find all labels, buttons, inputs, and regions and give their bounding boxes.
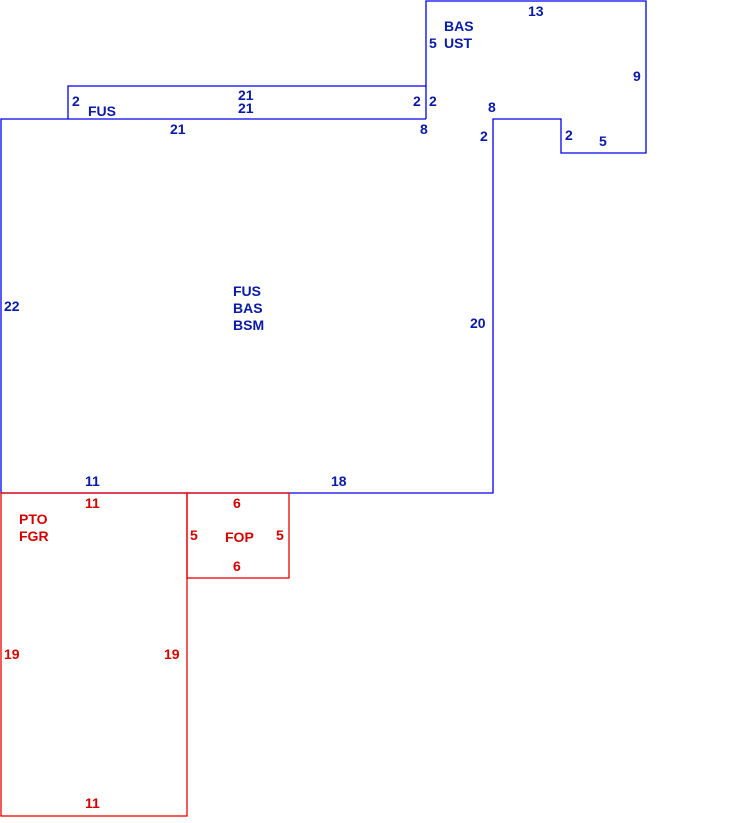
- dim-patio-bottom: 11: [85, 795, 100, 811]
- main-area-label-1: FUS: [233, 283, 261, 299]
- dim-main-top-right: 8: [420, 121, 428, 137]
- dim-porch-top: 6: [233, 495, 241, 511]
- dim-main-top: 21: [170, 121, 186, 137]
- dim-fus-left: 2: [72, 93, 80, 109]
- top-addition-label-2: UST: [444, 35, 472, 51]
- porch-label: FOP: [225, 529, 254, 545]
- dim-porch-right: 5: [276, 527, 284, 543]
- dim-main-bottom-left: 11: [85, 473, 100, 489]
- dim-add-step-side: 2: [565, 127, 573, 143]
- main-area-outline: [0, 0, 647, 494]
- dim-patio-right: 19: [164, 646, 180, 662]
- dim-patio-left: 19: [4, 646, 20, 662]
- patio-label-1: PTO: [19, 511, 48, 527]
- upper-story-label: FUS: [88, 103, 116, 119]
- dim-fus-top-b: 21: [238, 100, 254, 116]
- dim-main-bottom-right: 18: [331, 473, 347, 489]
- dim-main-left: 22: [4, 298, 20, 314]
- dim-add-step: 8: [488, 99, 496, 115]
- dim-fus-right: 2: [413, 93, 421, 109]
- top-addition-label-1: BAS: [444, 18, 474, 34]
- dim-main-right-upper: 2: [480, 128, 488, 144]
- main-area-label-3: BSM: [233, 317, 264, 333]
- dim-porch-bottom: 6: [233, 558, 241, 574]
- dim-fus-top-a: 21: [238, 87, 254, 103]
- dim-add-left: 5: [429, 35, 437, 51]
- patio-outline: [0, 492, 188, 817]
- dim-add-top: 13: [528, 3, 544, 19]
- dim-patio-top: 11: [85, 495, 100, 511]
- dim-main-right: 20: [470, 315, 486, 331]
- porch-outline: [186, 492, 290, 579]
- dim-add-right-lower: 2: [429, 93, 437, 109]
- patio-label-2: FGR: [19, 528, 49, 544]
- dim-add-right: 9: [633, 68, 641, 84]
- dim-porch-left: 5: [190, 527, 198, 543]
- dim-add-bottom: 5: [599, 133, 607, 149]
- main-area-label-2: BAS: [233, 300, 263, 316]
